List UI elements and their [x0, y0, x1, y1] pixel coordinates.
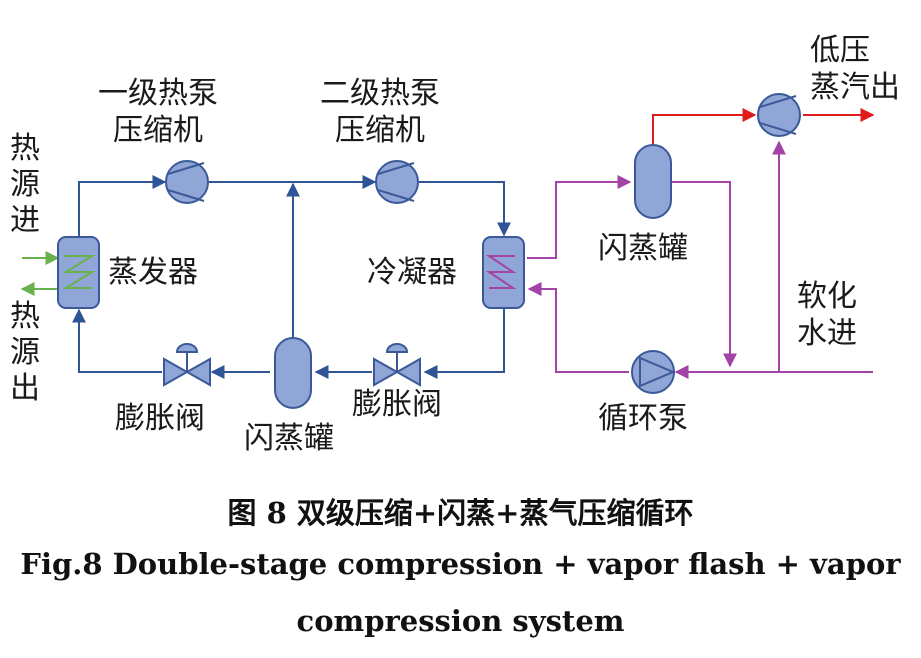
water-loop [527, 140, 873, 379]
label-heat-source-out-2: 源 [10, 335, 40, 370]
label-expansion-valve-right: 膨胀阀 [352, 387, 442, 422]
label-expansion-valve-left: 膨胀阀 [115, 401, 205, 436]
compressor-1-icon [165, 160, 209, 204]
flash-tank-refrigerant [274, 337, 312, 409]
label-flash-tank-bottom: 闪蒸罐 [244, 421, 334, 456]
label-softened-water-2: 水进 [797, 316, 857, 351]
label-evaporator: 蒸发器 [108, 255, 198, 290]
figure-caption-chinese: 图 8 双级压缩+闪蒸+蒸气压缩循环 [227, 496, 694, 530]
process-diagram: 热 源 进 热 源 出 蒸发器 一级热泵 压缩机 二级热泵 压缩机 冷凝器 膨胀… [10, 33, 900, 456]
label-heat-source-out-1: 热 [10, 299, 40, 334]
heat-source-lines [20, 251, 60, 296]
label-flash-tank-right: 闪蒸罐 [598, 231, 688, 266]
steam-out-line [652, 108, 875, 145]
label-softened-water-1: 软化 [797, 279, 857, 314]
flash-tank-water [634, 144, 672, 219]
label-heat-source-in-1: 热 [10, 131, 40, 166]
label-compressor1-line2: 压缩机 [113, 113, 203, 148]
label-compressor2-line1: 二级热泵 [320, 76, 440, 111]
label-low-pressure-steam-1: 低压 [810, 33, 870, 68]
label-condenser: 冷凝器 [367, 255, 457, 290]
label-circulation-pump: 循环泵 [598, 401, 688, 436]
figure-caption-english-line2: compression system [296, 604, 625, 638]
evaporator [57, 236, 100, 309]
circulation-pump-icon [631, 350, 676, 394]
label-heat-source-in-2: 源 [10, 167, 40, 202]
expansion-valve-left-icon [163, 343, 211, 387]
label-low-pressure-steam-2: 蒸汽出 [810, 70, 900, 105]
label-heat-source-out-3: 出 [10, 371, 40, 406]
figure-caption-english-line1: Fig.8 Double-stage compression + vapor f… [20, 547, 901, 581]
refrigerant-loop [72, 175, 511, 379]
label-compressor1-line1: 一级热泵 [98, 76, 218, 111]
label-heat-source-in-3: 进 [10, 203, 40, 238]
steam-compressor-icon [757, 93, 801, 137]
condenser [482, 236, 525, 309]
expansion-valve-right-icon [373, 343, 421, 387]
compressor-2-icon [375, 160, 419, 204]
label-compressor2-line2: 压缩机 [335, 113, 425, 148]
